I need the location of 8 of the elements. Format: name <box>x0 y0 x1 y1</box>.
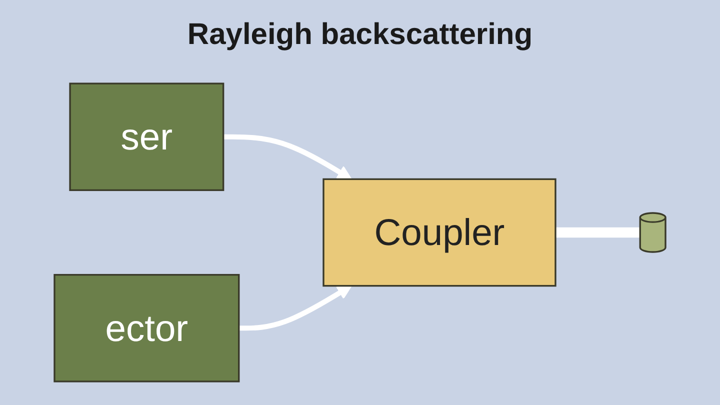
connector <box>555 227 640 238</box>
node-box: ser <box>69 82 224 192</box>
arrow <box>223 134 352 180</box>
diagram-title: Rayleigh backscattering <box>186 18 534 52</box>
node-box: Coupler <box>322 178 556 287</box>
node-cylinder <box>639 212 666 253</box>
node-box: ector <box>54 274 240 382</box>
arrow <box>238 285 352 331</box>
